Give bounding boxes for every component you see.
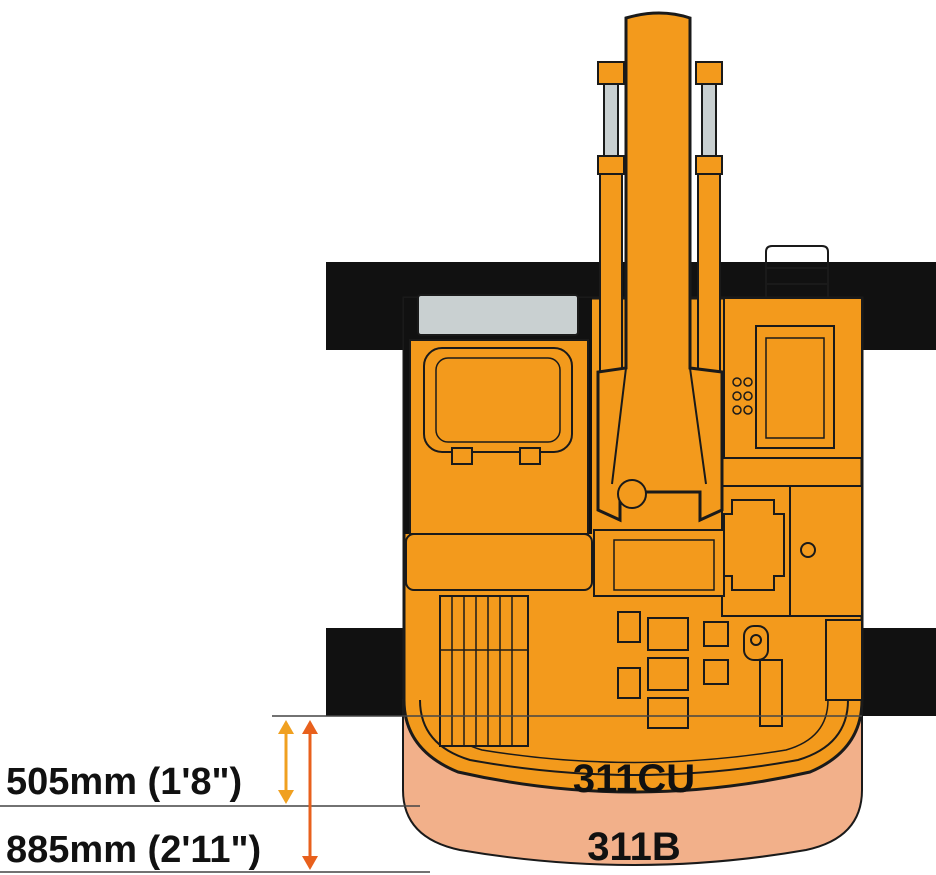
grille-lines — [440, 596, 528, 746]
standard-dimension-arrow — [302, 720, 318, 870]
filler-cap — [800, 542, 816, 558]
boom-cylinder-left — [597, 61, 625, 385]
cab-front-step — [405, 533, 593, 591]
radiator-grille — [439, 595, 529, 747]
boom-base-inner — [613, 539, 715, 591]
fuel-tank-panel-inner — [765, 337, 825, 439]
operator-seat — [423, 347, 573, 453]
seat-hinge-right — [519, 447, 541, 465]
valve-block — [723, 499, 785, 591]
control-knobs — [732, 377, 753, 415]
operator-seat-inner — [435, 357, 561, 443]
compact-dimension-arrow — [278, 720, 294, 804]
fuel-tank-panel — [755, 325, 835, 449]
boom-pivot — [617, 479, 647, 509]
handrail — [765, 245, 829, 298]
standard-model-label: 311B — [587, 825, 680, 869]
compact-overhang-label: 505mm (1'8") — [6, 761, 242, 803]
boom-arm — [596, 11, 724, 523]
boom-arm-edges — [611, 367, 707, 485]
compact-model-label: 311CU — [573, 757, 695, 801]
standard-overhang-label: 885mm (2'11") — [6, 829, 261, 871]
boom-base — [593, 529, 725, 597]
swing-motor — [743, 625, 769, 661]
seat-hinge-left — [451, 447, 473, 465]
boom-cylinder-right — [695, 61, 723, 385]
cab-window — [417, 294, 579, 336]
component-blocks — [617, 611, 863, 729]
